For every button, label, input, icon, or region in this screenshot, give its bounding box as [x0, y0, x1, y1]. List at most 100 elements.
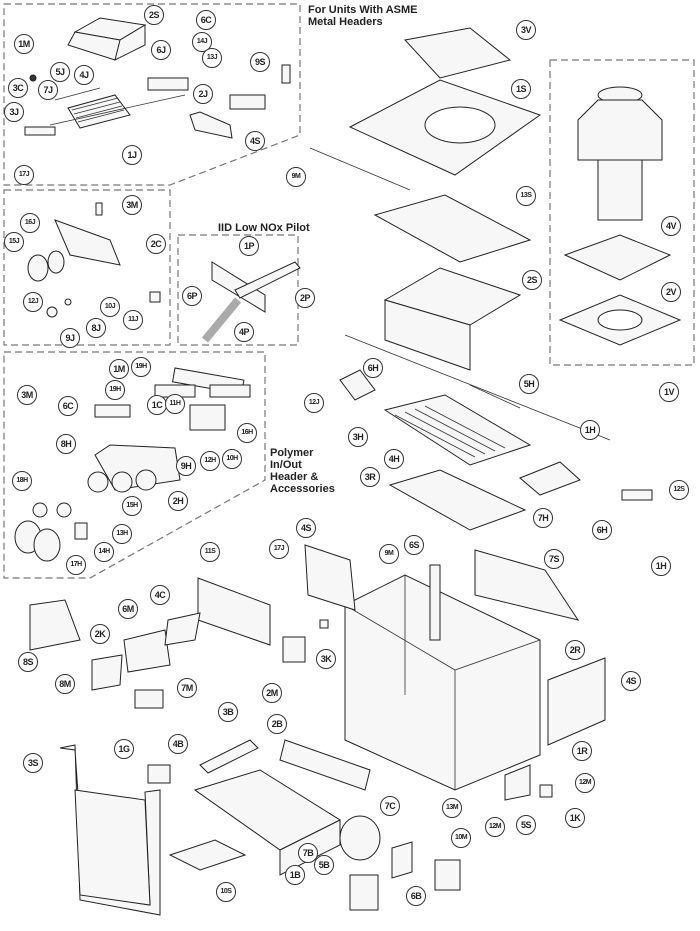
callout-10m[interactable]: 10M: [451, 828, 471, 848]
callout-13m[interactable]: 13M: [442, 798, 462, 818]
callout-5j[interactable]: 5J: [50, 62, 70, 82]
callout-1b[interactable]: 1B: [285, 865, 305, 885]
callout-7b[interactable]: 7B: [298, 843, 318, 863]
callout-1k[interactable]: 1K: [565, 808, 585, 828]
callout-9h[interactable]: 9H: [176, 456, 196, 476]
callout-12s[interactable]: 12S: [669, 480, 689, 500]
callout-2b[interactable]: 2B: [267, 714, 287, 734]
callout-6c[interactable]: 6C: [196, 10, 216, 30]
callout-11s[interactable]: 11S: [200, 542, 220, 562]
callout-18h[interactable]: 18H: [12, 471, 32, 491]
callout-4s[interactable]: 4S: [621, 671, 641, 691]
callout-11j[interactable]: 11J: [123, 310, 143, 330]
callout-6h[interactable]: 6H: [363, 358, 383, 378]
callout-7h[interactable]: 7H: [533, 508, 553, 528]
callout-6h[interactable]: 6H: [592, 520, 612, 540]
callout-5b[interactable]: 5B: [314, 855, 334, 875]
callout-4h[interactable]: 4H: [384, 449, 404, 469]
callout-6m[interactable]: 6M: [118, 599, 138, 619]
callout-13s[interactable]: 13S: [516, 186, 536, 206]
callout-1c[interactable]: 1C: [147, 395, 167, 415]
callout-8m[interactable]: 8M: [55, 674, 75, 694]
callout-12j[interactable]: 12J: [304, 393, 324, 413]
callout-9m[interactable]: 9M: [379, 544, 399, 564]
callout-1g[interactable]: 1G: [114, 739, 134, 759]
callout-13h[interactable]: 13H: [112, 524, 132, 544]
callout-1r[interactable]: 1R: [572, 741, 592, 761]
callout-3m[interactable]: 3M: [122, 195, 142, 215]
callout-1p[interactable]: 1P: [239, 236, 259, 256]
callout-8s[interactable]: 8S: [18, 652, 38, 672]
callout-8j[interactable]: 8J: [86, 318, 106, 338]
callout-4v[interactable]: 4V: [661, 216, 681, 236]
callout-12m[interactable]: 12M: [485, 817, 505, 837]
callout-11h[interactable]: 11H: [165, 394, 185, 414]
callout-3m[interactable]: 3M: [17, 385, 37, 405]
callout-9j[interactable]: 9J: [60, 328, 80, 348]
callout-2j[interactable]: 2J: [193, 84, 213, 104]
callout-1m[interactable]: 1M: [14, 34, 34, 54]
callout-3s[interactable]: 3S: [23, 753, 43, 773]
callout-2v[interactable]: 2V: [661, 282, 681, 302]
callout-2s[interactable]: 2S: [522, 270, 542, 290]
callout-16j[interactable]: 16J: [20, 213, 40, 233]
callout-9m[interactable]: 9M: [286, 167, 306, 187]
callout-4s[interactable]: 4S: [296, 518, 316, 538]
callout-10s[interactable]: 10S: [216, 882, 236, 902]
callout-2k[interactable]: 2K: [90, 624, 110, 644]
callout-14h[interactable]: 14H: [94, 542, 114, 562]
callout-7j[interactable]: 7J: [38, 80, 58, 100]
callout-12h[interactable]: 12H: [200, 451, 220, 471]
callout-17j[interactable]: 17J: [14, 165, 34, 185]
callout-3b[interactable]: 3B: [218, 702, 238, 722]
callout-2r[interactable]: 2R: [565, 640, 585, 660]
callout-16h[interactable]: 16H: [237, 423, 257, 443]
callout-3v[interactable]: 3V: [516, 20, 536, 40]
callout-4b[interactable]: 4B: [168, 734, 188, 754]
callout-6p[interactable]: 6P: [182, 286, 202, 306]
callout-10h[interactable]: 10H: [222, 449, 242, 469]
callout-4s[interactable]: 4S: [245, 131, 265, 151]
callout-1h[interactable]: 1H: [580, 420, 600, 440]
callout-12j[interactable]: 12J: [23, 292, 43, 312]
callout-15j[interactable]: 15J: [4, 232, 24, 252]
callout-6s[interactable]: 6S: [404, 535, 424, 555]
callout-10j[interactable]: 10J: [100, 297, 120, 317]
callout-1j[interactable]: 1J: [122, 145, 142, 165]
callout-2h[interactable]: 2H: [168, 491, 188, 511]
callout-17j[interactable]: 17J: [269, 539, 289, 559]
callout-3h[interactable]: 3H: [348, 427, 368, 447]
callout-12m[interactable]: 12M: [575, 773, 595, 793]
callout-6c[interactable]: 6C: [58, 396, 78, 416]
callout-3c[interactable]: 3C: [8, 78, 28, 98]
callout-17h[interactable]: 17H: [66, 555, 86, 575]
callout-3k[interactable]: 3K: [316, 649, 336, 669]
callout-3j[interactable]: 3J: [4, 102, 24, 122]
callout-1v[interactable]: 1V: [659, 382, 679, 402]
callout-1h[interactable]: 1H: [651, 556, 671, 576]
callout-7m[interactable]: 7M: [177, 678, 197, 698]
callout-7c[interactable]: 7C: [380, 796, 400, 816]
callout-1m[interactable]: 1M: [109, 359, 129, 379]
callout-7s[interactable]: 7S: [544, 549, 564, 569]
callout-2c[interactable]: 2C: [146, 234, 166, 254]
callout-6j[interactable]: 6J: [151, 40, 171, 60]
callout-2s[interactable]: 2S: [144, 5, 164, 25]
callout-5s[interactable]: 5S: [516, 815, 536, 835]
callout-3r[interactable]: 3R: [360, 467, 380, 487]
callout-6b[interactable]: 6B: [406, 886, 426, 906]
callout-8h[interactable]: 8H: [56, 434, 76, 454]
callout-19h[interactable]: 19H: [105, 380, 125, 400]
callout-2m[interactable]: 2M: [262, 683, 282, 703]
callout-4j[interactable]: 4J: [74, 65, 94, 85]
callout-1s[interactable]: 1S: [511, 79, 531, 99]
callout-2p[interactable]: 2P: [295, 288, 315, 308]
callout-19h[interactable]: 19H: [131, 357, 151, 377]
callout-4p[interactable]: 4P: [234, 322, 254, 342]
callout-15h[interactable]: 15H: [122, 496, 142, 516]
callout-13j[interactable]: 13J: [202, 48, 222, 68]
callout-4c[interactable]: 4C: [150, 585, 170, 605]
callout-5h[interactable]: 5H: [519, 374, 539, 394]
callout-9s[interactable]: 9S: [250, 52, 270, 72]
callout-14j[interactable]: 14J: [192, 32, 212, 52]
